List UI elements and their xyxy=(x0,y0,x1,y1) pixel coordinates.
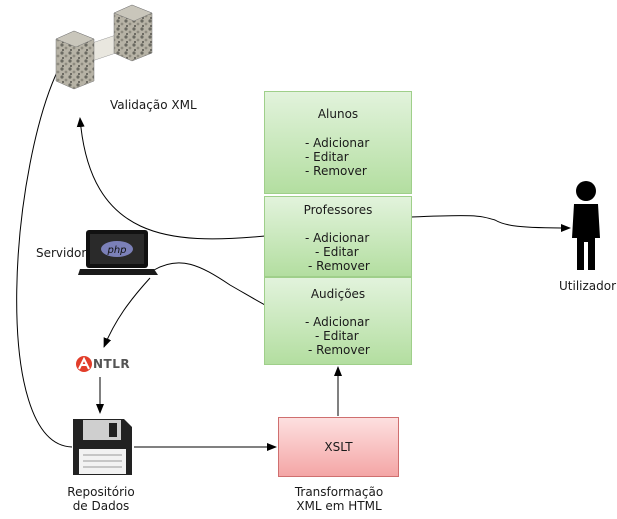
professores-box: Professores - Adicionar - Editar - Remov… xyxy=(264,196,412,277)
person-icon xyxy=(572,181,600,270)
antlr-text: NTLR xyxy=(93,357,131,371)
audicoes-op-editar: - Editar xyxy=(315,329,359,343)
xslt-box: XSLT xyxy=(278,417,399,477)
antlr-logo-icon: NTLR xyxy=(75,355,135,375)
professores-op-editar: - Editar xyxy=(315,245,359,259)
floppy-disk-icon xyxy=(73,419,132,475)
audicoes-box: Audições - Adicionar - Editar - Remover xyxy=(264,277,412,365)
professores-op-remover: - Remover xyxy=(308,259,370,273)
audicoes-op-remover: - Remover xyxy=(308,343,370,357)
laptop-php-icon: php xyxy=(78,230,158,275)
edge-professores-utilizador xyxy=(402,212,571,232)
alunos-op-adicionar: - Adicionar xyxy=(305,136,370,150)
edge-professores-validation xyxy=(76,117,266,240)
utilizador-label: Utilizador xyxy=(559,279,617,293)
audicoes-title: Audições xyxy=(310,287,366,301)
php-text: php xyxy=(106,245,126,256)
transformacao-label-line2: XML em HTML xyxy=(296,499,382,513)
validation-label: Validação XML xyxy=(110,98,197,112)
edge-servidor-antlr xyxy=(103,277,151,348)
alunos-op-editar: - Editar xyxy=(305,150,349,164)
audicoes-ops: - Adicionar - Editar - Remover xyxy=(305,315,370,357)
transformacao-label-line1: Transformação xyxy=(294,485,384,499)
alunos-title: Alunos xyxy=(317,107,359,121)
professores-op-adicionar: - Adicionar xyxy=(305,231,370,245)
transformacao-label: Transformação XML em HTML xyxy=(280,485,398,513)
servidor-label: Servidor xyxy=(36,246,87,260)
xslt-title: XSLT xyxy=(324,440,353,454)
professores-ops: - Adicionar - Editar - Remover xyxy=(305,231,370,273)
repositorio-label-line2: de Dados xyxy=(72,499,130,513)
edge-repository-validation xyxy=(16,61,73,448)
repositorio-label-line1: Repositório xyxy=(67,485,135,499)
antlr-a-mark xyxy=(76,356,92,372)
alunos-op-remover: - Remover xyxy=(305,164,367,178)
audicoes-op-adicionar: - Adicionar xyxy=(305,315,370,329)
repositorio-label: Repositório de Dados xyxy=(55,485,147,513)
castle-wall-icon xyxy=(55,4,153,90)
professores-title: Professores xyxy=(303,203,373,217)
alunos-ops: - Adicionar - Editar - Remover xyxy=(305,136,369,178)
alunos-box: Alunos - Adicionar - Editar - Remover xyxy=(264,91,412,194)
